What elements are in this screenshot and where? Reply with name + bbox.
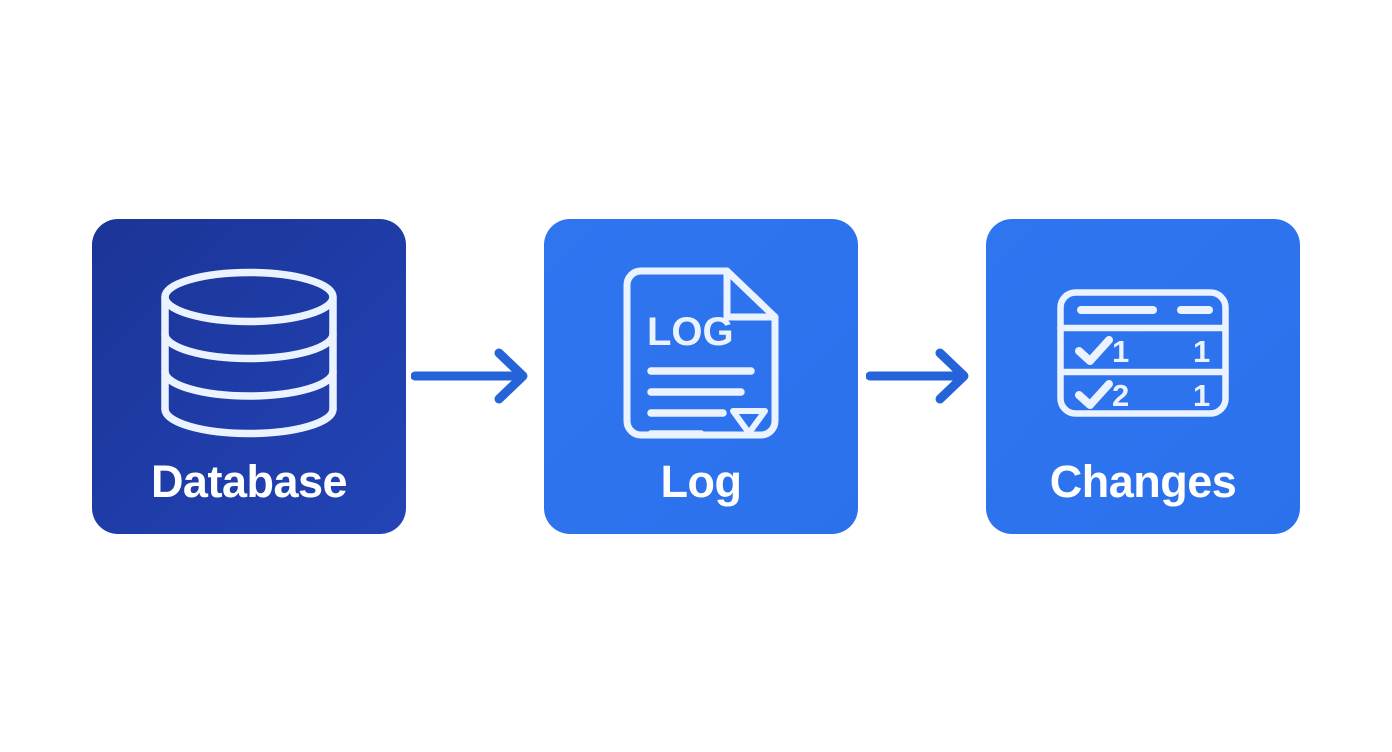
changes-table-icon: 1 1 2 1 (1053, 267, 1233, 439)
arrow-right-icon (866, 348, 969, 404)
triangle-down-icon (730, 407, 768, 436)
database-cylinder-icon (159, 267, 339, 439)
check-icon (1075, 379, 1113, 409)
row-left-value: 1 (1112, 334, 1129, 369)
row-right-value: 1 (1193, 334, 1210, 369)
table-row: 1 1 (1075, 334, 1210, 369)
log-document-icon: LOG (611, 267, 791, 439)
table-row: 2 1 (1075, 378, 1210, 413)
node-label-changes: Changes (1049, 455, 1237, 507)
node-label-database: Database (150, 455, 348, 507)
node-card-database[interactable]: Database (92, 218, 406, 534)
check-icon (1075, 335, 1113, 365)
node-card-changes[interactable]: 1 1 2 1 Changes (986, 218, 1300, 534)
log-icon-text: LOG (647, 310, 734, 354)
row-left-value: 2 (1112, 378, 1129, 413)
node-card-log[interactable]: LOG Log (544, 218, 858, 534)
connector-log-to-changes (858, 219, 986, 534)
connector-database-to-log (406, 219, 544, 534)
node-label-log: Log (660, 455, 742, 507)
row-right-value: 1 (1193, 378, 1210, 413)
arrow-right-icon (411, 348, 528, 404)
